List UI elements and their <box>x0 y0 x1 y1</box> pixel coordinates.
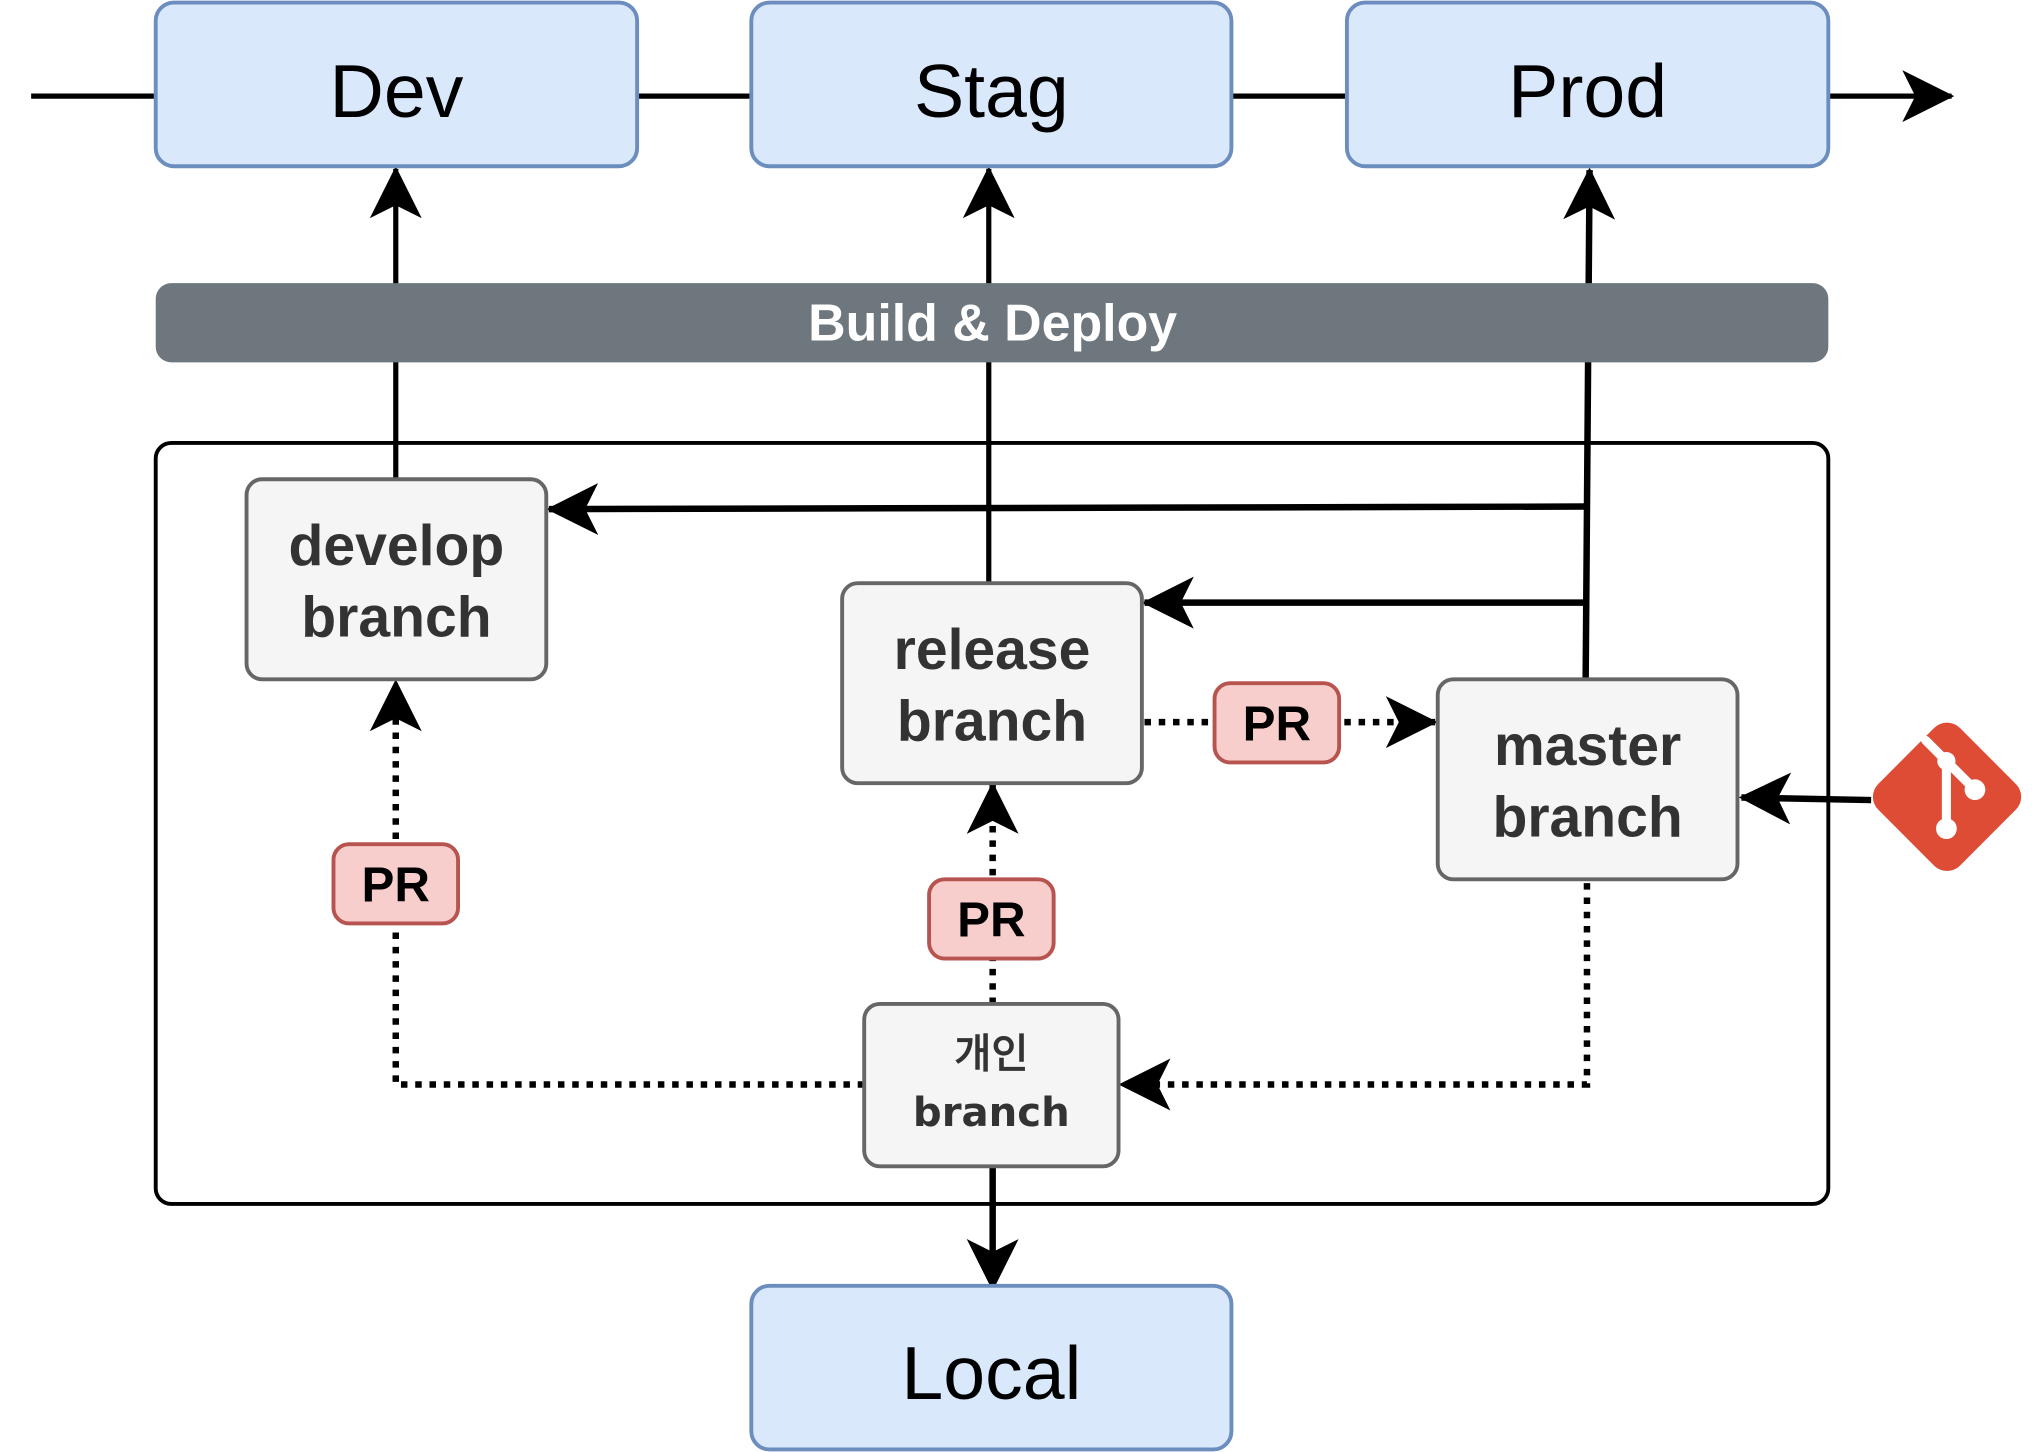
master-to-develop-arrow <box>546 483 1589 535</box>
release-branch-box: release branch <box>840 581 1144 786</box>
local-environment-box: Local <box>749 1283 1234 1452</box>
master-branch-line2: branch <box>1492 785 1682 849</box>
develop-pr-label: PR <box>362 857 430 912</box>
personal-to-develop-pr-flow <box>369 679 865 1088</box>
prod-environment-box: Prod <box>1344 0 1831 169</box>
release-branch-line2: branch <box>897 689 1087 753</box>
release-pr-badge: PR <box>927 877 1056 961</box>
release-branch-line1: release <box>894 618 1091 682</box>
master-pr-label: PR <box>1243 696 1311 751</box>
develop-branch-line2: branch <box>301 585 491 649</box>
master-to-prod-arrow <box>1563 167 1616 680</box>
master-pr-badge: PR <box>1212 681 1342 765</box>
build-deploy-band: Build & Deploy <box>155 283 1829 363</box>
build-deploy-label: Build & Deploy <box>808 294 1177 352</box>
release-pr-label: PR <box>957 892 1025 947</box>
master-branch-box: master branch <box>1435 677 1740 882</box>
prod-label: Prod <box>1508 49 1667 133</box>
master-to-personal-flow <box>1118 883 1591 1111</box>
personal-branch-box: 개인 branch <box>862 1002 1121 1169</box>
git-to-master-arrow <box>1738 772 1872 825</box>
develop-pr-badge: PR <box>331 842 460 926</box>
dev-environment-box: Dev <box>153 0 640 169</box>
develop-branch-box: develop branch <box>244 477 549 682</box>
git-logo-icon <box>1872 722 2022 872</box>
personal-branch-line1: 개인 <box>954 1032 1028 1078</box>
dev-label: Dev <box>330 49 464 133</box>
stag-label: Stag <box>914 49 1069 133</box>
stag-environment-box: Stag <box>749 0 1234 169</box>
master-branch-line1: master <box>1494 714 1681 778</box>
develop-branch-line1: develop <box>289 514 505 578</box>
local-label: Local <box>901 1331 1081 1415</box>
personal-branch-line2: branch <box>913 1090 1070 1136</box>
